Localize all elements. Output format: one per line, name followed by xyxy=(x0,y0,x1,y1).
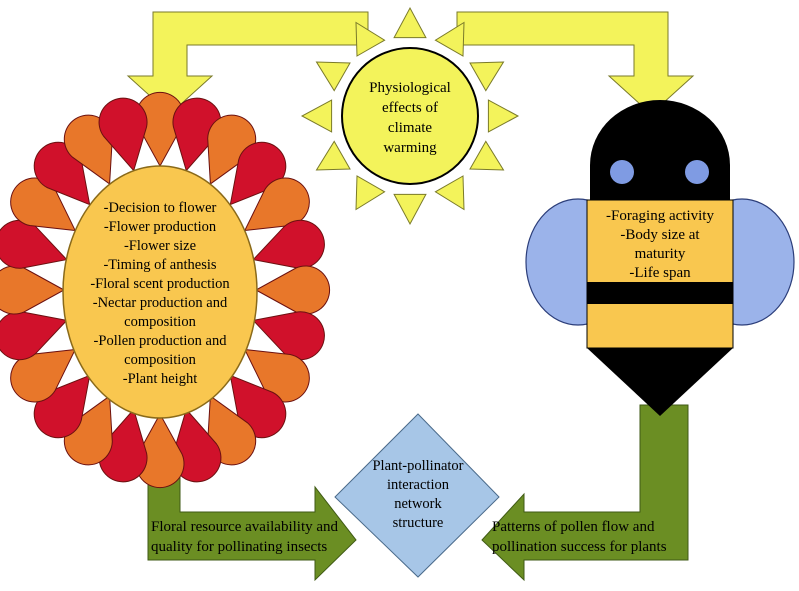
warming-to-plant-arrow xyxy=(126,11,369,115)
flower-line-7: composition xyxy=(124,314,196,330)
sun-ray xyxy=(469,140,505,171)
sun-ray xyxy=(487,99,520,133)
plant-to-network-arrow: Floral resource availability and quality… xyxy=(147,451,357,582)
bee: -Foraging activity -Body size at maturit… xyxy=(525,100,795,416)
warming-to-bee-arrow xyxy=(456,11,695,115)
sun-disc xyxy=(341,47,479,185)
sun: Physiological effects of climate warming xyxy=(300,6,520,226)
arrow-left-label-line-2: quality for pollinating insects xyxy=(151,539,327,555)
center-title-line-2: effects of xyxy=(382,100,438,116)
flower-line-1: -Decision to flower xyxy=(104,200,217,216)
sun-ray xyxy=(300,99,333,133)
bee-line-1: -Foraging activity xyxy=(606,208,714,224)
flower-line-3: -Flower size xyxy=(124,238,196,254)
flower-petal xyxy=(0,265,66,315)
sun-ray xyxy=(434,175,465,211)
bee-stinger xyxy=(587,348,733,416)
bee-to-network-arrow: Patterns of pollen flow and pollination … xyxy=(481,404,689,582)
flower-line-6: -Nectar production and xyxy=(93,295,228,311)
bee-head xyxy=(590,100,730,200)
network-node: Plant-pollinator interaction network str… xyxy=(334,413,500,578)
sun-ray xyxy=(315,61,351,92)
center-title-line-4: warming xyxy=(383,140,437,156)
bee-stripe xyxy=(587,282,733,304)
flower: -Decision to flower -Flower production -… xyxy=(0,91,331,489)
sun-rays xyxy=(300,6,520,226)
bee-line-3: maturity xyxy=(635,246,686,262)
flower-line-10: -Plant height xyxy=(123,371,198,387)
flower-center xyxy=(62,165,258,419)
bee-line-4: -Life span xyxy=(629,265,691,281)
flower-petal xyxy=(254,265,331,315)
flower-line-8: -Pollen production and xyxy=(94,333,228,349)
flower-line-2: -Flower production xyxy=(104,219,217,235)
arrow-right-label-line-2: pollination success for plants xyxy=(492,539,667,555)
arrow-left-label-line-1: Floral resource availability and xyxy=(151,519,339,535)
sun-ray xyxy=(315,140,351,171)
flower-line-5: -Floral scent production xyxy=(90,276,230,292)
sun-ray xyxy=(355,175,386,211)
flower-petals xyxy=(0,91,331,489)
network-line-2: interaction xyxy=(387,477,450,493)
sun-ray xyxy=(393,193,427,226)
bee-body xyxy=(586,199,734,349)
sun-ray xyxy=(355,21,386,57)
flower-line-4: -Timing of anthesis xyxy=(103,257,216,273)
bee-left-eye xyxy=(610,160,634,184)
sun-ray xyxy=(469,61,505,92)
sun-ray xyxy=(393,6,427,39)
flower-petal xyxy=(98,97,148,172)
sun-ray xyxy=(434,21,465,57)
flower-line-9: composition xyxy=(124,352,196,368)
network-line-3: network xyxy=(394,496,442,512)
network-line-4: structure xyxy=(393,515,444,531)
network-line-1: Plant-pollinator xyxy=(372,458,463,474)
bee-right-eye xyxy=(685,160,709,184)
center-title-line-3: climate xyxy=(388,120,432,136)
bee-line-2: -Body size at xyxy=(620,227,700,243)
network-diamond xyxy=(334,413,500,578)
arrow-right-label-line-1: Patterns of pollen flow and xyxy=(492,519,655,535)
center-title-line-1: Physiological xyxy=(369,80,451,96)
